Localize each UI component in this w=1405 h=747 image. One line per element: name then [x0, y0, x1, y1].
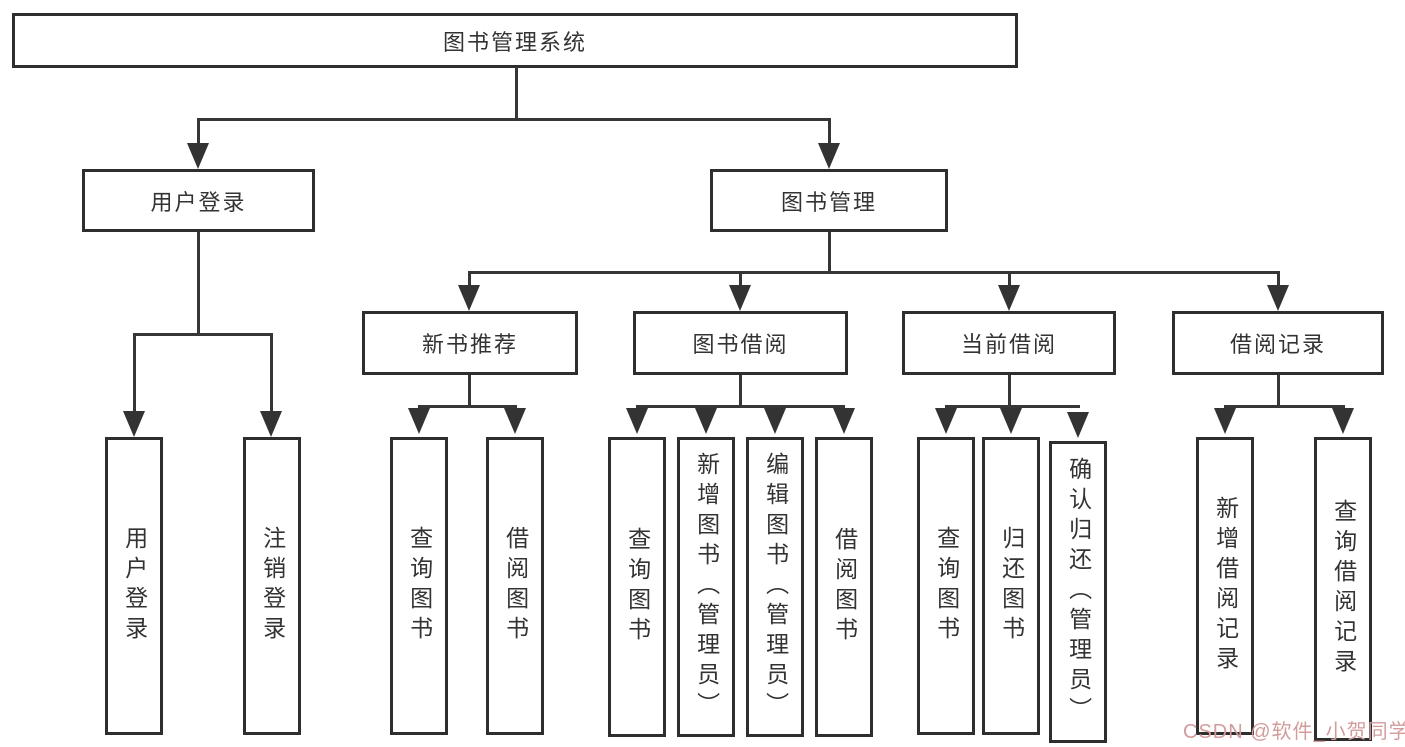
leaf-query-borrow-record: 查询借阅记录 [1314, 437, 1372, 741]
arrow-down-icon [123, 411, 145, 437]
node-label: 确认归还（管理员） [1065, 457, 1092, 727]
node-new-book-recommend: 新书推荐 [362, 311, 578, 375]
arrow-down-icon [1332, 408, 1354, 434]
leaf-user-login: 用户登录 [105, 437, 163, 735]
node-label: 编辑图书（管理员） [762, 452, 789, 722]
leaf-add-book-admin: 新增图书（管理员） [677, 437, 735, 737]
node-label: 图书管理系统 [442, 29, 587, 55]
arrow-down-icon [260, 411, 282, 437]
arrow-down-icon [458, 285, 480, 311]
connector-user-login-branch [133, 333, 273, 336]
leaf-confirm-return-admin: 确认归还（管理员） [1049, 441, 1107, 743]
connector-user-login-stem [197, 232, 200, 336]
node-label: 归还图书 [998, 526, 1025, 646]
arrow-down-icon [818, 143, 840, 169]
connector-record-branch [1224, 405, 1345, 408]
node-book-borrow: 图书借阅 [633, 311, 848, 375]
node-user-login: 用户登录 [82, 169, 315, 232]
arrow-down-icon [695, 408, 717, 434]
connector-book-mgmt-branch [468, 271, 1280, 274]
node-label: 查询图书 [933, 526, 960, 646]
connector-drop [270, 333, 273, 413]
connector-borrow-branch [636, 405, 845, 408]
node-label: 借阅图书 [502, 526, 529, 646]
connector-book-mgmt-stem [828, 232, 831, 274]
csdn-watermark: CSDN @软件_小贺同学 [1183, 721, 1405, 743]
node-label: 查询图书 [624, 527, 651, 647]
arrow-down-icon [1214, 408, 1236, 434]
node-current-borrow: 当前借阅 [902, 311, 1116, 375]
arrow-down-icon [408, 408, 430, 434]
leaf-add-borrow-record: 新增借阅记录 [1196, 437, 1254, 735]
node-label: 新书推荐 [421, 332, 518, 357]
leaf-edit-book-admin: 编辑图书（管理员） [746, 437, 804, 737]
node-label: 新增借阅记录 [1212, 496, 1239, 676]
node-label: 新增图书（管理员） [693, 452, 720, 722]
node-label: 图书借阅 [692, 332, 789, 357]
node-borrow-record: 借阅记录 [1172, 311, 1384, 375]
connector-new-book-stem [468, 375, 471, 408]
leaf-borrow-book-2: 借阅图书 [815, 437, 873, 737]
arrow-down-icon [729, 285, 751, 311]
connector-record-stem [1277, 375, 1280, 408]
leaf-query-book-1: 查询图书 [390, 437, 448, 735]
leaf-query-book-3: 查询图书 [917, 437, 975, 735]
node-library-management-system: 图书管理系统 [12, 13, 1018, 68]
arrow-down-icon [187, 143, 209, 169]
arrow-down-icon [1267, 285, 1289, 311]
node-label: 借阅图书 [831, 527, 858, 647]
node-label: 图书管理 [780, 189, 877, 215]
node-label: 查询借阅记录 [1330, 499, 1357, 679]
arrow-down-icon [1000, 408, 1022, 434]
connector-book-mgmt-drop [828, 118, 831, 148]
node-label: 当前借阅 [960, 332, 1057, 357]
arrow-down-icon [833, 408, 855, 434]
arrow-down-icon [935, 408, 957, 434]
node-label: 借阅记录 [1229, 332, 1326, 357]
leaf-logout: 注销登录 [243, 437, 301, 735]
connector-drop [739, 271, 742, 287]
node-label: 注销登录 [259, 526, 286, 646]
arrow-down-icon [626, 408, 648, 434]
arrow-down-icon [764, 408, 786, 434]
connector-new-book-branch [418, 405, 517, 408]
node-label: 查询图书 [406, 526, 433, 646]
connector-drop [133, 333, 136, 413]
leaf-query-book-2: 查询图书 [608, 437, 666, 737]
leaf-return-book: 归还图书 [982, 437, 1040, 735]
connector-root-branch [197, 118, 831, 121]
connector-drop [468, 271, 471, 287]
arrow-down-icon [1067, 412, 1089, 438]
connector-drop [1277, 271, 1280, 287]
leaf-borrow-book-1: 借阅图书 [486, 437, 544, 735]
connector-root-stem [515, 67, 518, 120]
node-book-management: 图书管理 [710, 169, 948, 232]
connector-current-branch [945, 405, 1080, 408]
connector-user-login-drop [197, 118, 200, 148]
arrow-down-icon [998, 285, 1020, 311]
node-label: 用户登录 [121, 526, 148, 646]
connector-drop [1008, 271, 1011, 287]
arrow-down-icon [504, 408, 526, 434]
connector-borrow-stem [739, 375, 742, 408]
connector-current-stem [1008, 375, 1011, 408]
node-label: 用户登录 [150, 189, 247, 215]
